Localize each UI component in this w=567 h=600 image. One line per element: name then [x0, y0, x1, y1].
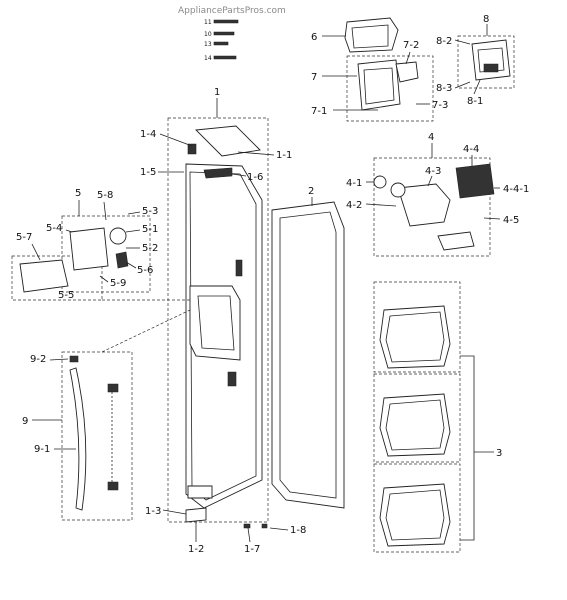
label-5-4: 5-4: [46, 223, 62, 234]
label-5-8: 5-8: [97, 190, 113, 201]
label-5-3: 5-3: [142, 206, 158, 217]
label-9-1: 9-1: [34, 444, 50, 455]
label-1-8: 1-8: [290, 525, 306, 536]
label-7: 7: [311, 72, 317, 83]
part-7-group: 7 7-1 7-2 7-3: [311, 40, 448, 122]
label-13: 13: [204, 41, 212, 48]
part-8-group: 8 8-2 8-3 8-1: [436, 14, 515, 107]
label-5-7: 5-7: [16, 232, 32, 243]
label-1-5: 1-5: [140, 167, 156, 178]
label-8: 8: [483, 14, 489, 25]
label-5-2: 5-2: [142, 243, 158, 254]
label-10: 10: [204, 31, 212, 38]
label-9: 9: [22, 416, 28, 427]
part-1-door-group: 1 1-4 1-1 1-5 1-6 1-3 1-2 1-7 1-8: [140, 87, 306, 555]
label-4-5: 4-5: [503, 215, 519, 226]
part-9-group: 9-2 9 9-1: [22, 351, 133, 521]
label-1-3: 1-3: [145, 506, 161, 517]
label-4-4: 4-4: [463, 144, 479, 155]
label-5-9: 5-9: [110, 278, 126, 289]
part-5-group: 5 5-8 5-3 5-4 5-1 5-7 5-2 5-6 5-9 5-5: [11, 188, 191, 353]
part-6: 6: [311, 17, 399, 53]
label-4-2: 4-2: [346, 200, 362, 211]
label-5-6: 5-6: [137, 265, 153, 276]
label-1: 1: [214, 87, 220, 98]
label-7-1: 7-1: [311, 106, 327, 117]
label-1-7: 1-7: [244, 544, 260, 555]
label-7-2: 7-2: [403, 40, 419, 51]
label-1-1: 1-1: [276, 150, 292, 161]
label-4: 4: [428, 132, 434, 143]
part-4-group: 4 4-1 4-3 4-4 4-4-1 4-2 4-5: [346, 132, 529, 257]
label-7-3: 7-3: [432, 100, 448, 111]
screws-icon: [213, 19, 239, 60]
label-5: 5: [75, 188, 81, 199]
label-8-2: 8-2: [436, 36, 452, 47]
part-3-bins: 3: [373, 281, 502, 553]
screw-list-group: 11 10 13 14: [204, 19, 239, 62]
label-4-4-1: 4-4-1: [503, 184, 529, 195]
watermark-text: AppliancePartsPros.com: [178, 6, 286, 16]
part-2-gasket: 2: [271, 186, 345, 509]
label-14: 14: [204, 55, 212, 62]
label-8-3: 8-3: [436, 83, 452, 94]
label-8-1: 8-1: [467, 96, 483, 107]
label-5-5: 5-5: [58, 290, 74, 301]
label-5-1: 5-1: [142, 224, 158, 235]
label-1-6: 1-6: [247, 172, 263, 183]
label-3: 3: [496, 448, 502, 459]
label-1-4: 1-4: [140, 129, 156, 140]
label-1-2: 1-2: [188, 544, 204, 555]
label-4-3: 4-3: [425, 166, 441, 177]
label-11: 11: [204, 19, 212, 26]
label-6: 6: [311, 32, 317, 43]
label-2: 2: [308, 186, 314, 197]
label-4-1: 4-1: [346, 178, 362, 189]
label-9-2: 9-2: [30, 354, 46, 365]
